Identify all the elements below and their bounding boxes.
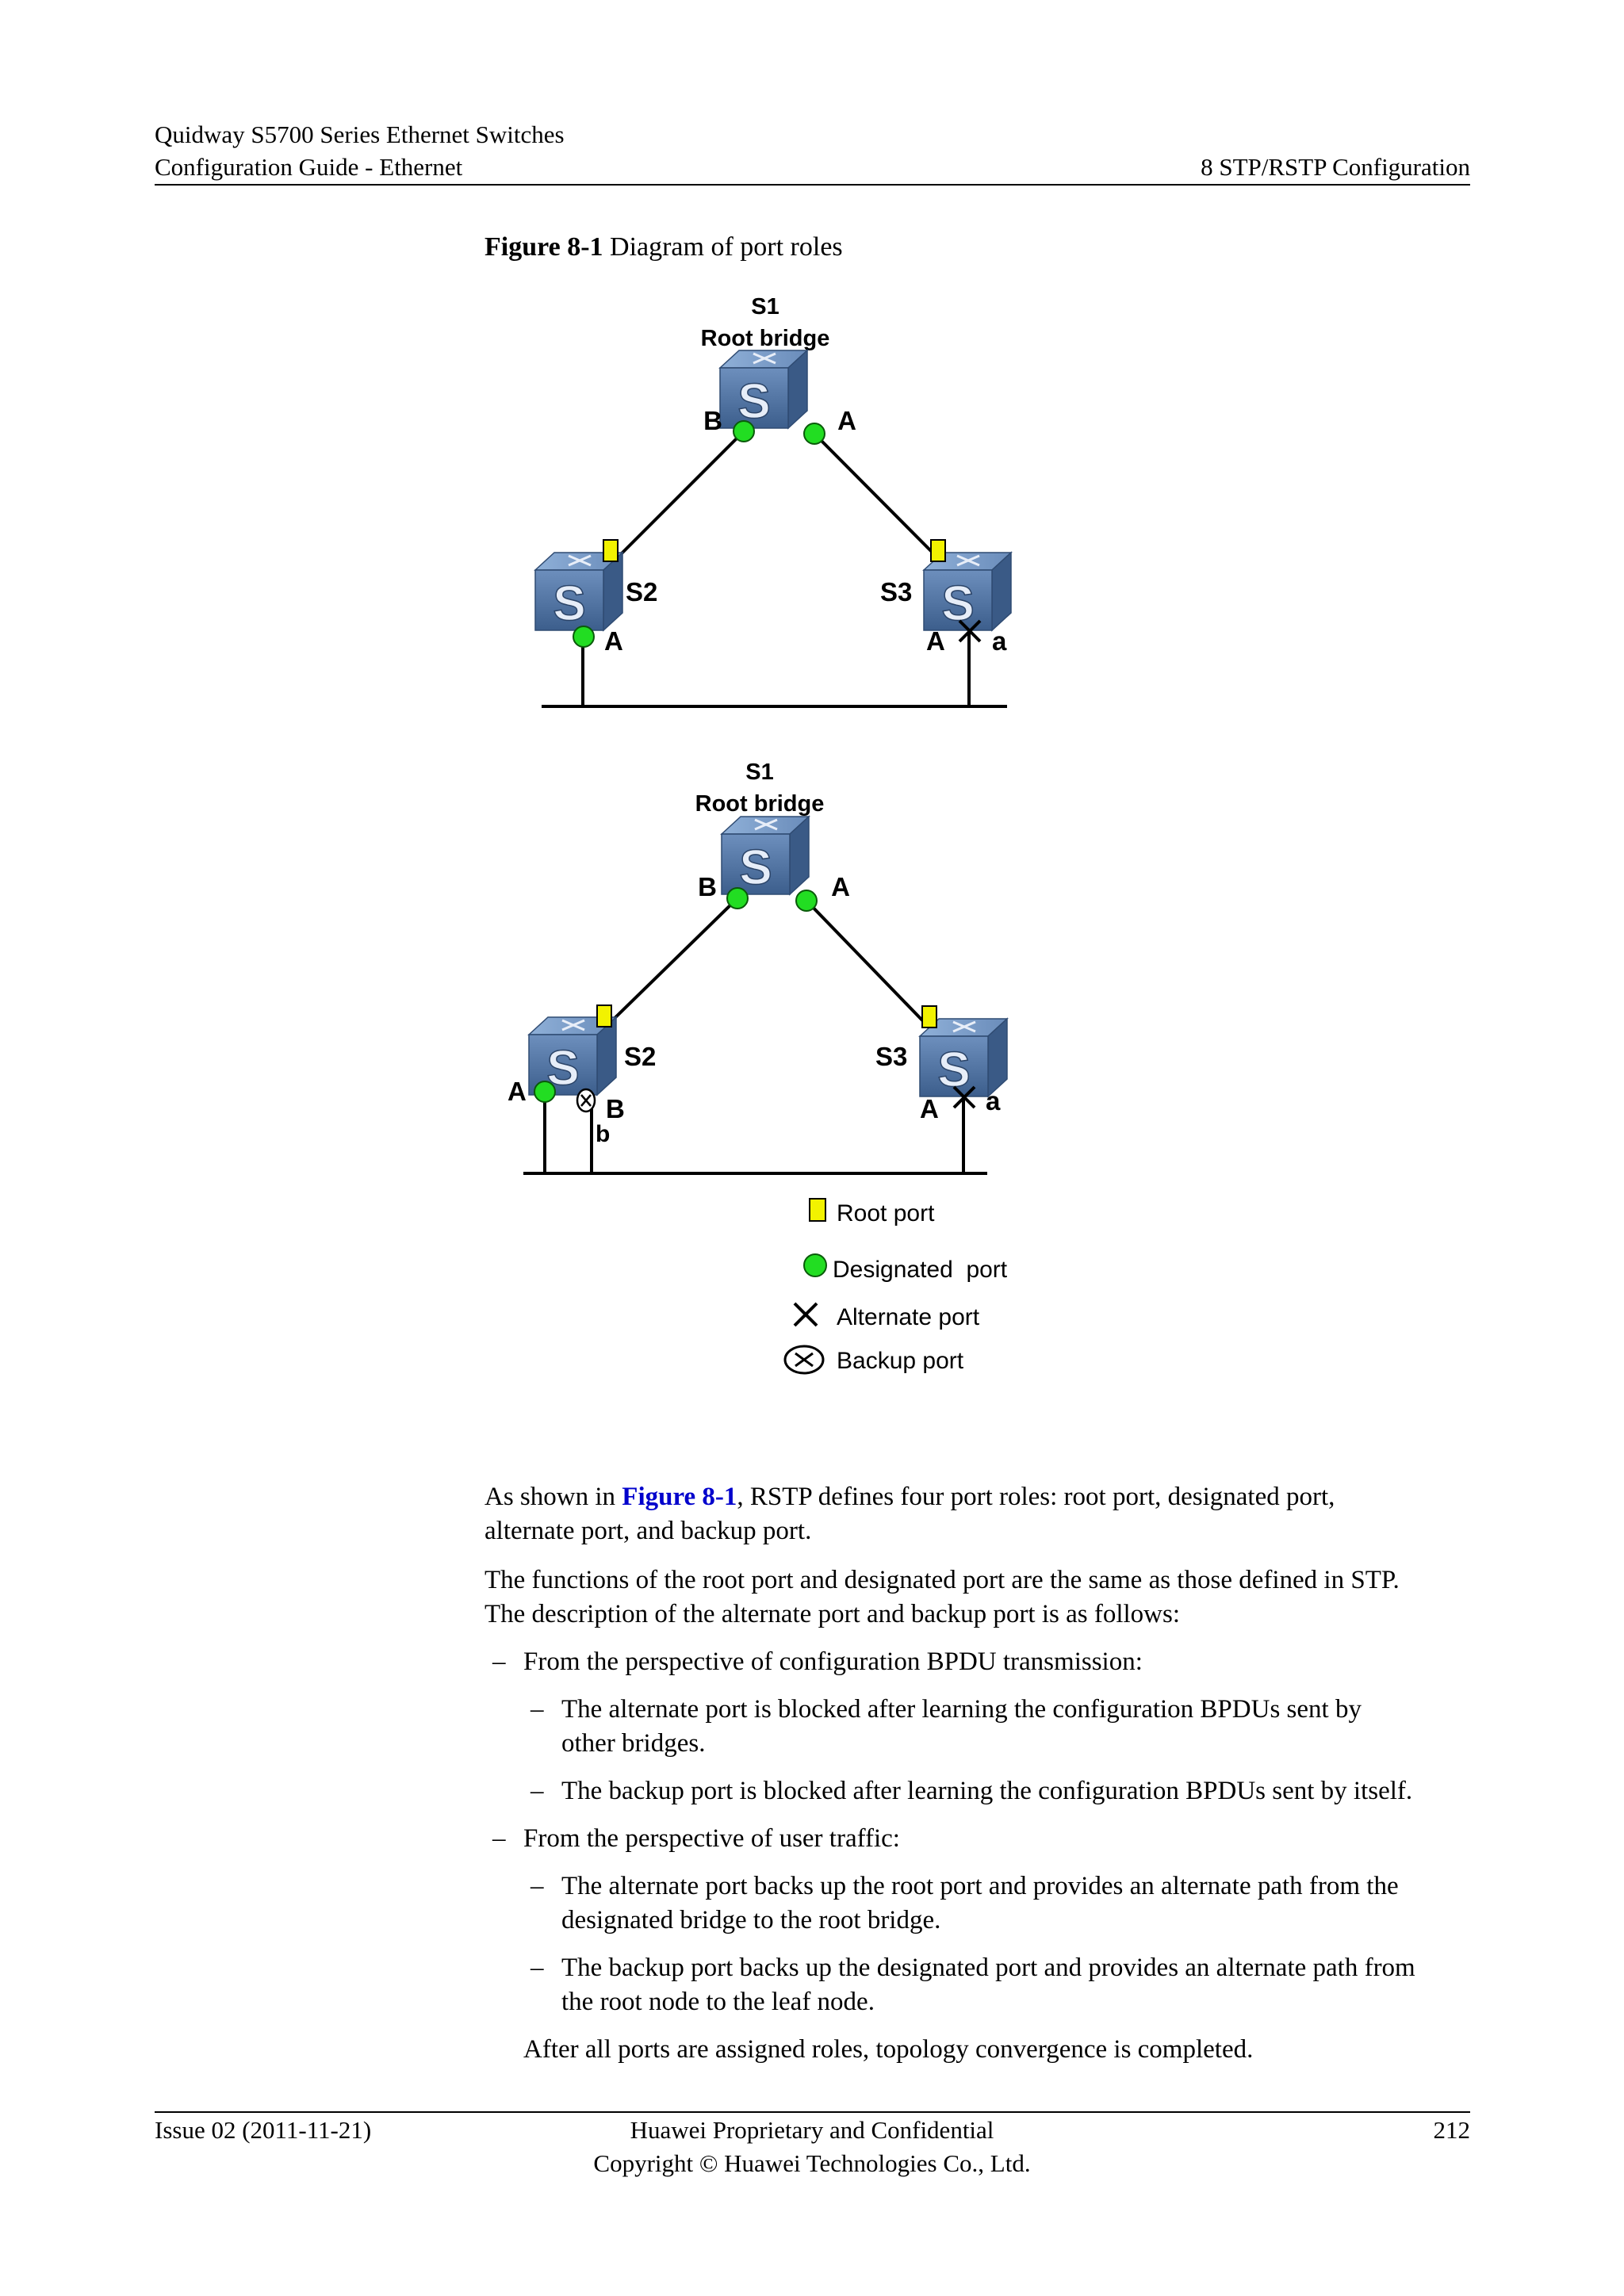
d1-root-name: S1 <box>751 294 779 320</box>
d1-s2-port-a: A <box>604 626 623 656</box>
footer-rule <box>155 2111 1470 2113</box>
bullet-1-dash: – <box>492 1647 506 1676</box>
d2-link-s1-s2 <box>603 897 739 1030</box>
d2-s2-port-b: B <box>606 1094 625 1123</box>
bullet-2-2-line-2: the root node to the leaf node. <box>561 1988 875 2016</box>
bullet-1-2-dash: – <box>530 1777 544 1805</box>
bullet-1-2-text: The backup port is blocked after learnin… <box>561 1777 1413 1805</box>
header-rule <box>155 184 1470 186</box>
d2-s1-port-b-designated-icon <box>726 887 749 909</box>
d1-s2-name: S2 <box>626 577 657 607</box>
d1-link-s1-s2 <box>610 430 745 565</box>
footer-page-number: 212 <box>1433 2116 1471 2144</box>
paragraph-2-line-1: The functions of the root port and desig… <box>485 1566 1400 1594</box>
bullet-1-1-line-1: The alternate port is blocked after lear… <box>561 1695 1362 1724</box>
legend-alternate-port-icon <box>793 1302 818 1327</box>
bullet-2-dash: – <box>492 1824 506 1853</box>
header-guide: Configuration Guide - Ethernet <box>155 153 463 181</box>
d2-s3-name: S3 <box>875 1042 907 1071</box>
bullet-2-2-line-1: The backup port backs up the designated … <box>561 1954 1415 1982</box>
d2-root-name: S1 <box>745 760 773 785</box>
header-chapter: 8 STP/RSTP Configuration <box>1201 153 1470 181</box>
bullet-2-text: From the perspective of user traffic: <box>523 1824 900 1853</box>
d2-s3-alternate-port-icon <box>952 1085 976 1109</box>
bullet-2-1-line-2: designated bridge to the root bridge. <box>561 1906 941 1934</box>
d2-s1-switch-icon <box>720 815 810 897</box>
legend-designated-port-icon <box>803 1253 827 1277</box>
d1-link-s1-s3 <box>813 432 939 559</box>
d2-s2-port-a-designated-icon <box>534 1081 556 1103</box>
bullet-2-2-dash: – <box>530 1954 544 1982</box>
d2-s3-root-port-icon <box>921 1005 937 1028</box>
bullet-1-text: From the perspective of configuration BP… <box>523 1647 1143 1676</box>
d1-root-label: Root bridge <box>701 326 830 351</box>
d2-s1-port-b: B <box>698 872 717 901</box>
d2-s2-name: S2 <box>624 1042 656 1071</box>
paragraph-2-line-2: The description of the alternate port an… <box>485 1600 1180 1628</box>
d1-s2-switch-icon <box>534 551 624 633</box>
d1-s1-switch-icon <box>718 349 809 430</box>
d1-s1-port-a: A <box>837 406 856 435</box>
bullet-1-1-line-2: other bridges. <box>561 1729 706 1758</box>
legend-alternate-port: Alternate port <box>837 1304 980 1330</box>
legend: Root port Designated port Alternate port… <box>783 1198 1008 1375</box>
d2-s3-port-a: A <box>920 1094 939 1123</box>
d2-s2-backup-port-icon <box>576 1088 596 1113</box>
p1-suffix: , RSTP defines four port roles: root por… <box>737 1483 1335 1511</box>
d2-s2-port-a: A <box>508 1077 527 1106</box>
legend-root-port-icon <box>809 1198 826 1222</box>
bullet-2-1-line-1: The alternate port backs up the root por… <box>561 1872 1399 1900</box>
legend-backup-port: Backup port <box>837 1348 964 1374</box>
legend-backup-port-icon <box>783 1345 825 1375</box>
d2-s1-port-a: A <box>831 872 850 901</box>
figure-number: Figure 8-1 <box>485 232 603 262</box>
p1-prefix: As shown in <box>485 1483 622 1511</box>
d1-s3-port-a: A <box>926 626 945 656</box>
d1-s2-port-a-designated-icon <box>573 626 595 648</box>
bullet-1-1-dash: – <box>530 1695 544 1724</box>
closing-sentence: After all ports are assigned roles, topo… <box>523 2035 1254 2064</box>
paragraph-1-line-1: As shown in Figure 8-1, RSTP defines fou… <box>485 1480 1335 1514</box>
d1-s3-alternate-port-icon <box>958 619 982 643</box>
d2-s3-port-a-lower: a <box>986 1086 1001 1115</box>
d1-s3-root-port-icon <box>930 539 946 562</box>
header-product: Quidway S5700 Series Ethernet Switches <box>155 121 565 148</box>
d1-s3-name: S3 <box>880 577 912 607</box>
legend-designated-port: Designated port <box>833 1257 1008 1283</box>
figure-8-1-link[interactable]: Figure 8-1 <box>622 1483 737 1511</box>
bullet-2-1-dash: – <box>530 1872 544 1900</box>
d1-s3-switch-icon <box>922 551 1013 633</box>
d1-s2-root-port-icon <box>603 539 619 562</box>
d2-s2-root-port-icon <box>596 1004 612 1027</box>
diagram-1: S1 Root bridge B A S2 S3 A A a <box>534 294 1013 708</box>
d1-s1-port-b-designated-icon <box>733 420 755 442</box>
d1-s1-port-b: B <box>703 406 722 435</box>
d2-link-s1-s3 <box>805 899 928 1026</box>
footer-proprietary: Huawei Proprietary and Confidential <box>630 2116 994 2144</box>
footer-issue: Issue 02 (2011-11-21) <box>155 2116 372 2144</box>
port-roles-diagram: S S1 Root bridge B A S2 S3 A A a S1 R <box>508 294 1013 1375</box>
figure-caption: Figure 8-1 Diagram of port roles <box>485 232 843 262</box>
d1-s1-port-a-designated-icon <box>803 423 825 445</box>
d2-s1-port-a-designated-icon <box>795 890 818 912</box>
paragraph-1-line-2: alternate port, and backup port. <box>485 1517 812 1545</box>
diagram-2: S1 Root bridge B A S2 S3 A B b A a <box>508 760 1009 1175</box>
d2-s2-port-b-lower: b <box>596 1121 610 1147</box>
figure-title: Diagram of port roles <box>610 232 843 262</box>
d2-root-label: Root bridge <box>695 791 825 817</box>
footer-copyright: Copyright © Huawei Technologies Co., Ltd… <box>593 2149 1031 2177</box>
legend-root-port: Root port <box>837 1200 935 1226</box>
d1-s3-port-a-lower: a <box>992 626 1007 656</box>
